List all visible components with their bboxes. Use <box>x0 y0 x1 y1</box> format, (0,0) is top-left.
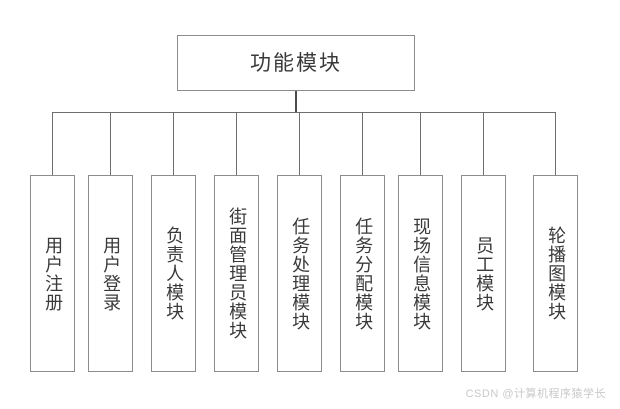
leaf-node-employee-module: 员工模块 <box>461 175 506 372</box>
leaf-node-label: 用户登录 <box>101 235 122 312</box>
leaf-node-label: 现场信息模块 <box>411 216 432 331</box>
leaf-node-street-admin-module: 街面管理员模块 <box>214 175 259 372</box>
root-node-label: 功能模块 <box>250 50 342 75</box>
drop-connector-8 <box>483 112 484 175</box>
leaf-node-site-information-module: 现场信息模块 <box>398 175 443 372</box>
root-node-function-modules: 功能模块 <box>177 35 415 91</box>
drop-connector-1 <box>52 112 53 175</box>
drop-connector-4 <box>236 112 237 175</box>
leaf-node-label: 任务处理模块 <box>290 216 311 331</box>
drop-connector-5 <box>299 112 300 175</box>
leaf-node-label: 街面管理员模块 <box>227 207 248 340</box>
leaf-node-manager-module: 负责人模块 <box>151 175 196 372</box>
leaf-node-user-registration: 用户注册 <box>30 175 75 372</box>
root-stem-connector <box>295 91 297 112</box>
leaf-node-label: 轮播图模块 <box>546 226 567 321</box>
drop-connector-6 <box>362 112 363 175</box>
drop-connector-9 <box>555 112 556 175</box>
leaf-node-task-allocation-module: 任务分配模块 <box>340 175 385 372</box>
leaf-node-label: 负责人模块 <box>164 226 185 321</box>
drop-connector-7 <box>420 112 421 175</box>
drop-connector-3 <box>173 112 174 175</box>
leaf-node-label: 员工模块 <box>474 235 495 312</box>
leaf-node-carousel-module: 轮播图模块 <box>533 175 578 372</box>
leaf-node-task-processing-module: 任务处理模块 <box>277 175 322 372</box>
watermark-text: CSDN @计算机程序猿学长 <box>465 388 606 400</box>
leaf-node-label: 任务分配模块 <box>353 216 374 331</box>
leaf-node-label: 用户注册 <box>43 235 64 312</box>
horizontal-bus-connector <box>52 112 556 113</box>
drop-connector-2 <box>110 112 111 175</box>
leaf-node-user-login: 用户登录 <box>88 175 133 372</box>
